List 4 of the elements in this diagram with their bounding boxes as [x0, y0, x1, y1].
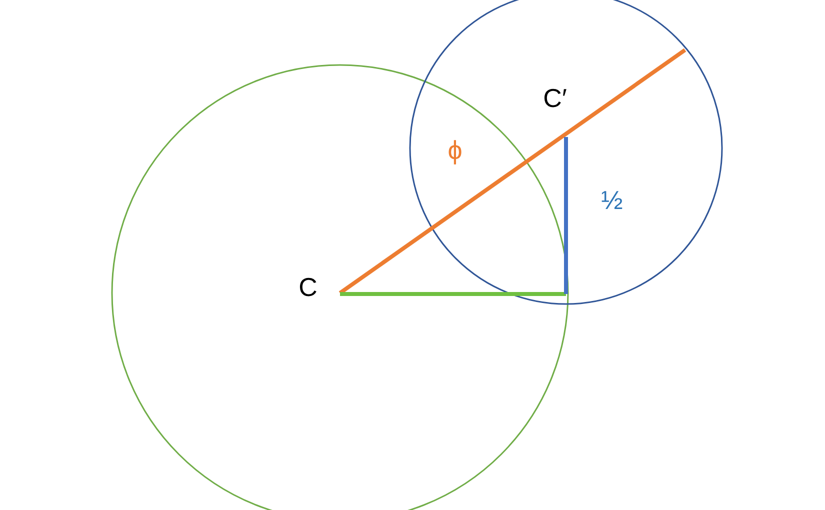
point-label: C [298, 274, 318, 300]
length-label: ½ [601, 187, 623, 213]
point-label: C′ [543, 85, 567, 111]
angle-label: ϕ [448, 137, 462, 163]
